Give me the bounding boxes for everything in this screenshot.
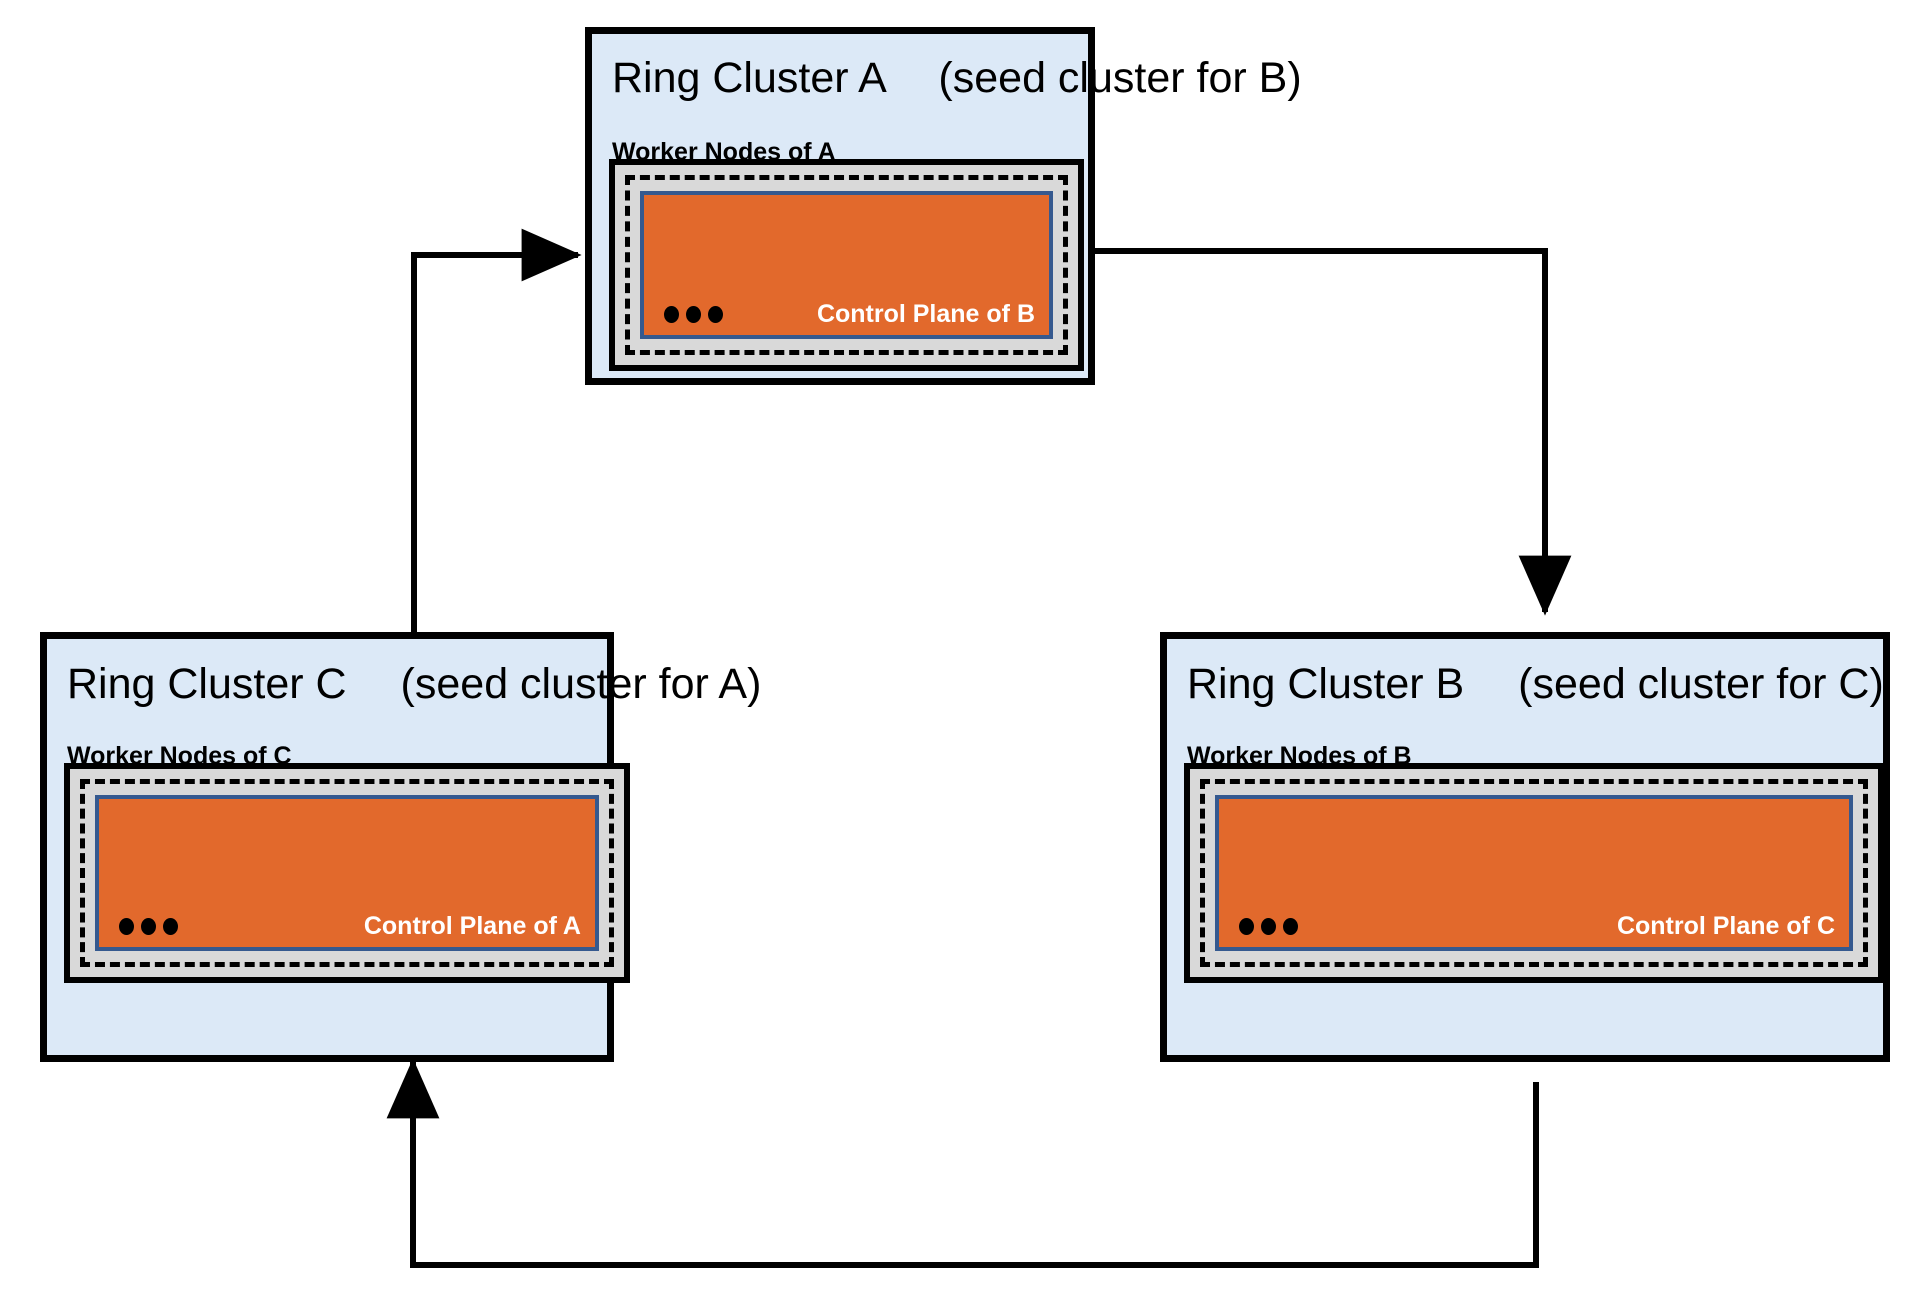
cluster-c-dashed-boundary: Control Plane of A [80, 779, 614, 967]
cluster-a-worker-box: Control Plane of B [609, 159, 1084, 371]
cluster-c-seed-note: (seed cluster for A) [400, 660, 762, 708]
cluster-c-name: Ring Cluster C [67, 660, 347, 708]
dot [141, 918, 156, 935]
cluster-b-name: Ring Cluster B [1187, 660, 1465, 708]
arrow-a-to-b [1092, 248, 1572, 616]
cluster-c-control-plane-label: Control Plane of A [363, 912, 581, 940]
cluster-a-name: Ring Cluster A [612, 54, 885, 102]
cluster-b-worker-box: Control Plane of C [1184, 763, 1884, 983]
cluster-a-control-plane[interactable]: Control Plane of B [640, 191, 1053, 339]
cluster-c-control-plane[interactable]: Control Plane of A [95, 795, 599, 951]
cluster-b-control-plane-label: Control Plane of C [1616, 912, 1835, 940]
cluster-b-dashed-boundary: Control Plane of C [1200, 779, 1868, 967]
cluster-a-ellipsis-dots [664, 306, 723, 323]
cluster-b-title: Ring Cluster B (seed cluster for C) [1187, 663, 1884, 706]
cluster-a-seed-note: (seed cluster for B) [938, 54, 1302, 102]
cluster-a[interactable]: Ring Cluster A (seed cluster for B) Work… [585, 27, 1302, 385]
cluster-a-control-plane-label: Control Plane of B [816, 300, 1035, 328]
dot [163, 918, 178, 935]
arrow-b-to-c [386, 1058, 1539, 1268]
cluster-c-ellipsis-dots [119, 918, 178, 935]
cluster-a-title: Ring Cluster A (seed cluster for B) [612, 57, 1302, 100]
cluster-b-control-plane[interactable]: Control Plane of C [1215, 795, 1853, 951]
cluster-b-seed-note: (seed cluster for C) [1518, 660, 1884, 708]
dot [664, 306, 679, 323]
cluster-c-title: Ring Cluster C (seed cluster for A) [67, 663, 761, 706]
dot [119, 918, 134, 935]
cluster-b-ellipsis-dots [1239, 918, 1298, 935]
dot [708, 306, 723, 323]
arrow-c-to-a [411, 228, 582, 632]
cluster-c[interactable]: Ring Cluster C (seed cluster for A) Work… [40, 632, 761, 1062]
dot [686, 306, 701, 323]
cluster-a-dashed-boundary: Control Plane of B [625, 175, 1068, 355]
cluster-b[interactable]: Ring Cluster B (seed cluster for C) Work… [1160, 632, 1890, 1062]
dot [1261, 918, 1276, 935]
dot [1239, 918, 1254, 935]
dot [1283, 918, 1298, 935]
cluster-c-worker-box: Control Plane of A [64, 763, 630, 983]
